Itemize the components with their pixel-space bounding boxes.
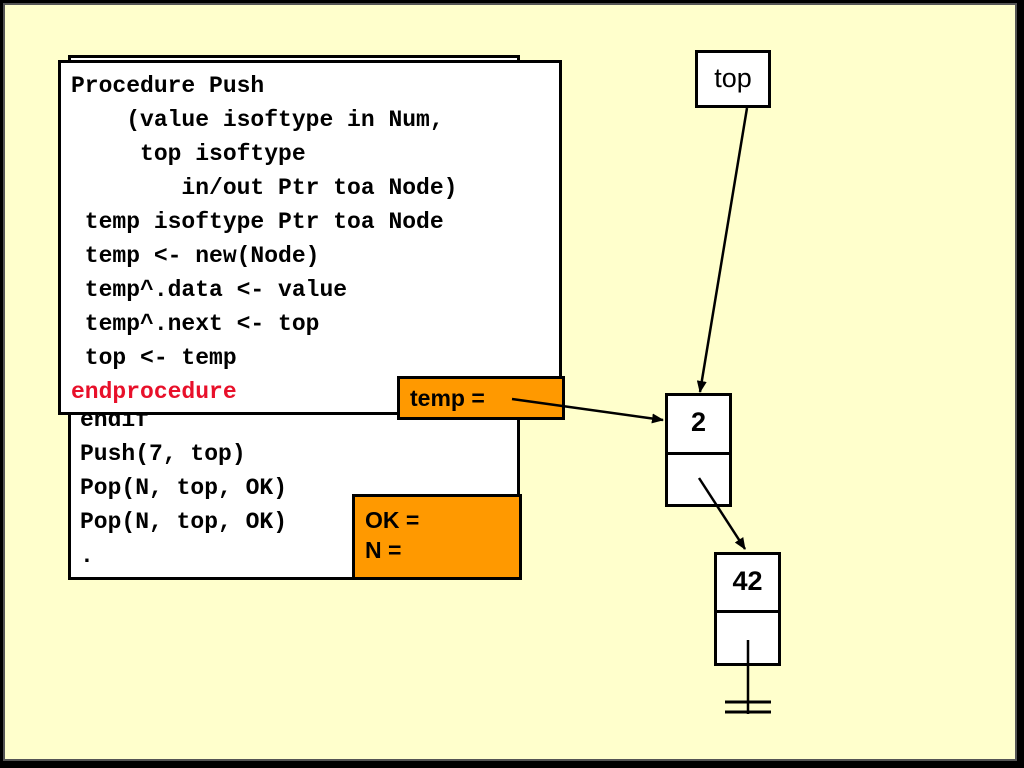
temp-label: temp = [410, 385, 485, 411]
nil-ground-icon [725, 640, 771, 714]
code-line: (value isoftype in Num, [71, 107, 444, 133]
push-procedure-box: Procedure Push (value isoftype in Num, t… [58, 60, 562, 415]
code-line: Pop(N, top, OK) [80, 475, 288, 501]
code-line: top <- temp [71, 345, 237, 371]
code-line: temp <- new(Node) [71, 243, 320, 269]
node-1-data: 2 [668, 396, 729, 455]
code-line: top isoftype [71, 141, 306, 167]
endprocedure-line: endprocedure [71, 379, 237, 405]
code-line: in/out Ptr toa Node) [71, 175, 458, 201]
list-node-2: 42 [714, 552, 781, 666]
top-label: top [714, 63, 752, 93]
code-line: temp^.next <- top [71, 311, 320, 337]
node-2-data: 42 [717, 555, 778, 613]
code-line: . [80, 543, 94, 569]
top-pointer-box: top [695, 50, 771, 108]
top-to-node-arrow [696, 107, 749, 393]
code-line: Pop(N, top, OK) [80, 509, 288, 535]
next-pointer-arrow [697, 477, 747, 550]
temp-variable-box: temp = [397, 376, 565, 420]
ok-n-variable-box: OK = N = [352, 494, 522, 580]
ok-label: OK = [365, 507, 420, 533]
list-node-1: 2 [665, 393, 732, 507]
code-line: temp^.data <- value [71, 277, 348, 303]
temp-to-node-arrow [511, 397, 664, 424]
n-label: N = [365, 537, 402, 563]
push-procedure-code: Procedure Push (value isoftype in Num, t… [71, 69, 559, 409]
code-line: Push(7, top) [80, 441, 246, 467]
code-line: temp isoftype Ptr toa Node [71, 209, 444, 235]
code-line: Procedure Push [71, 73, 265, 99]
